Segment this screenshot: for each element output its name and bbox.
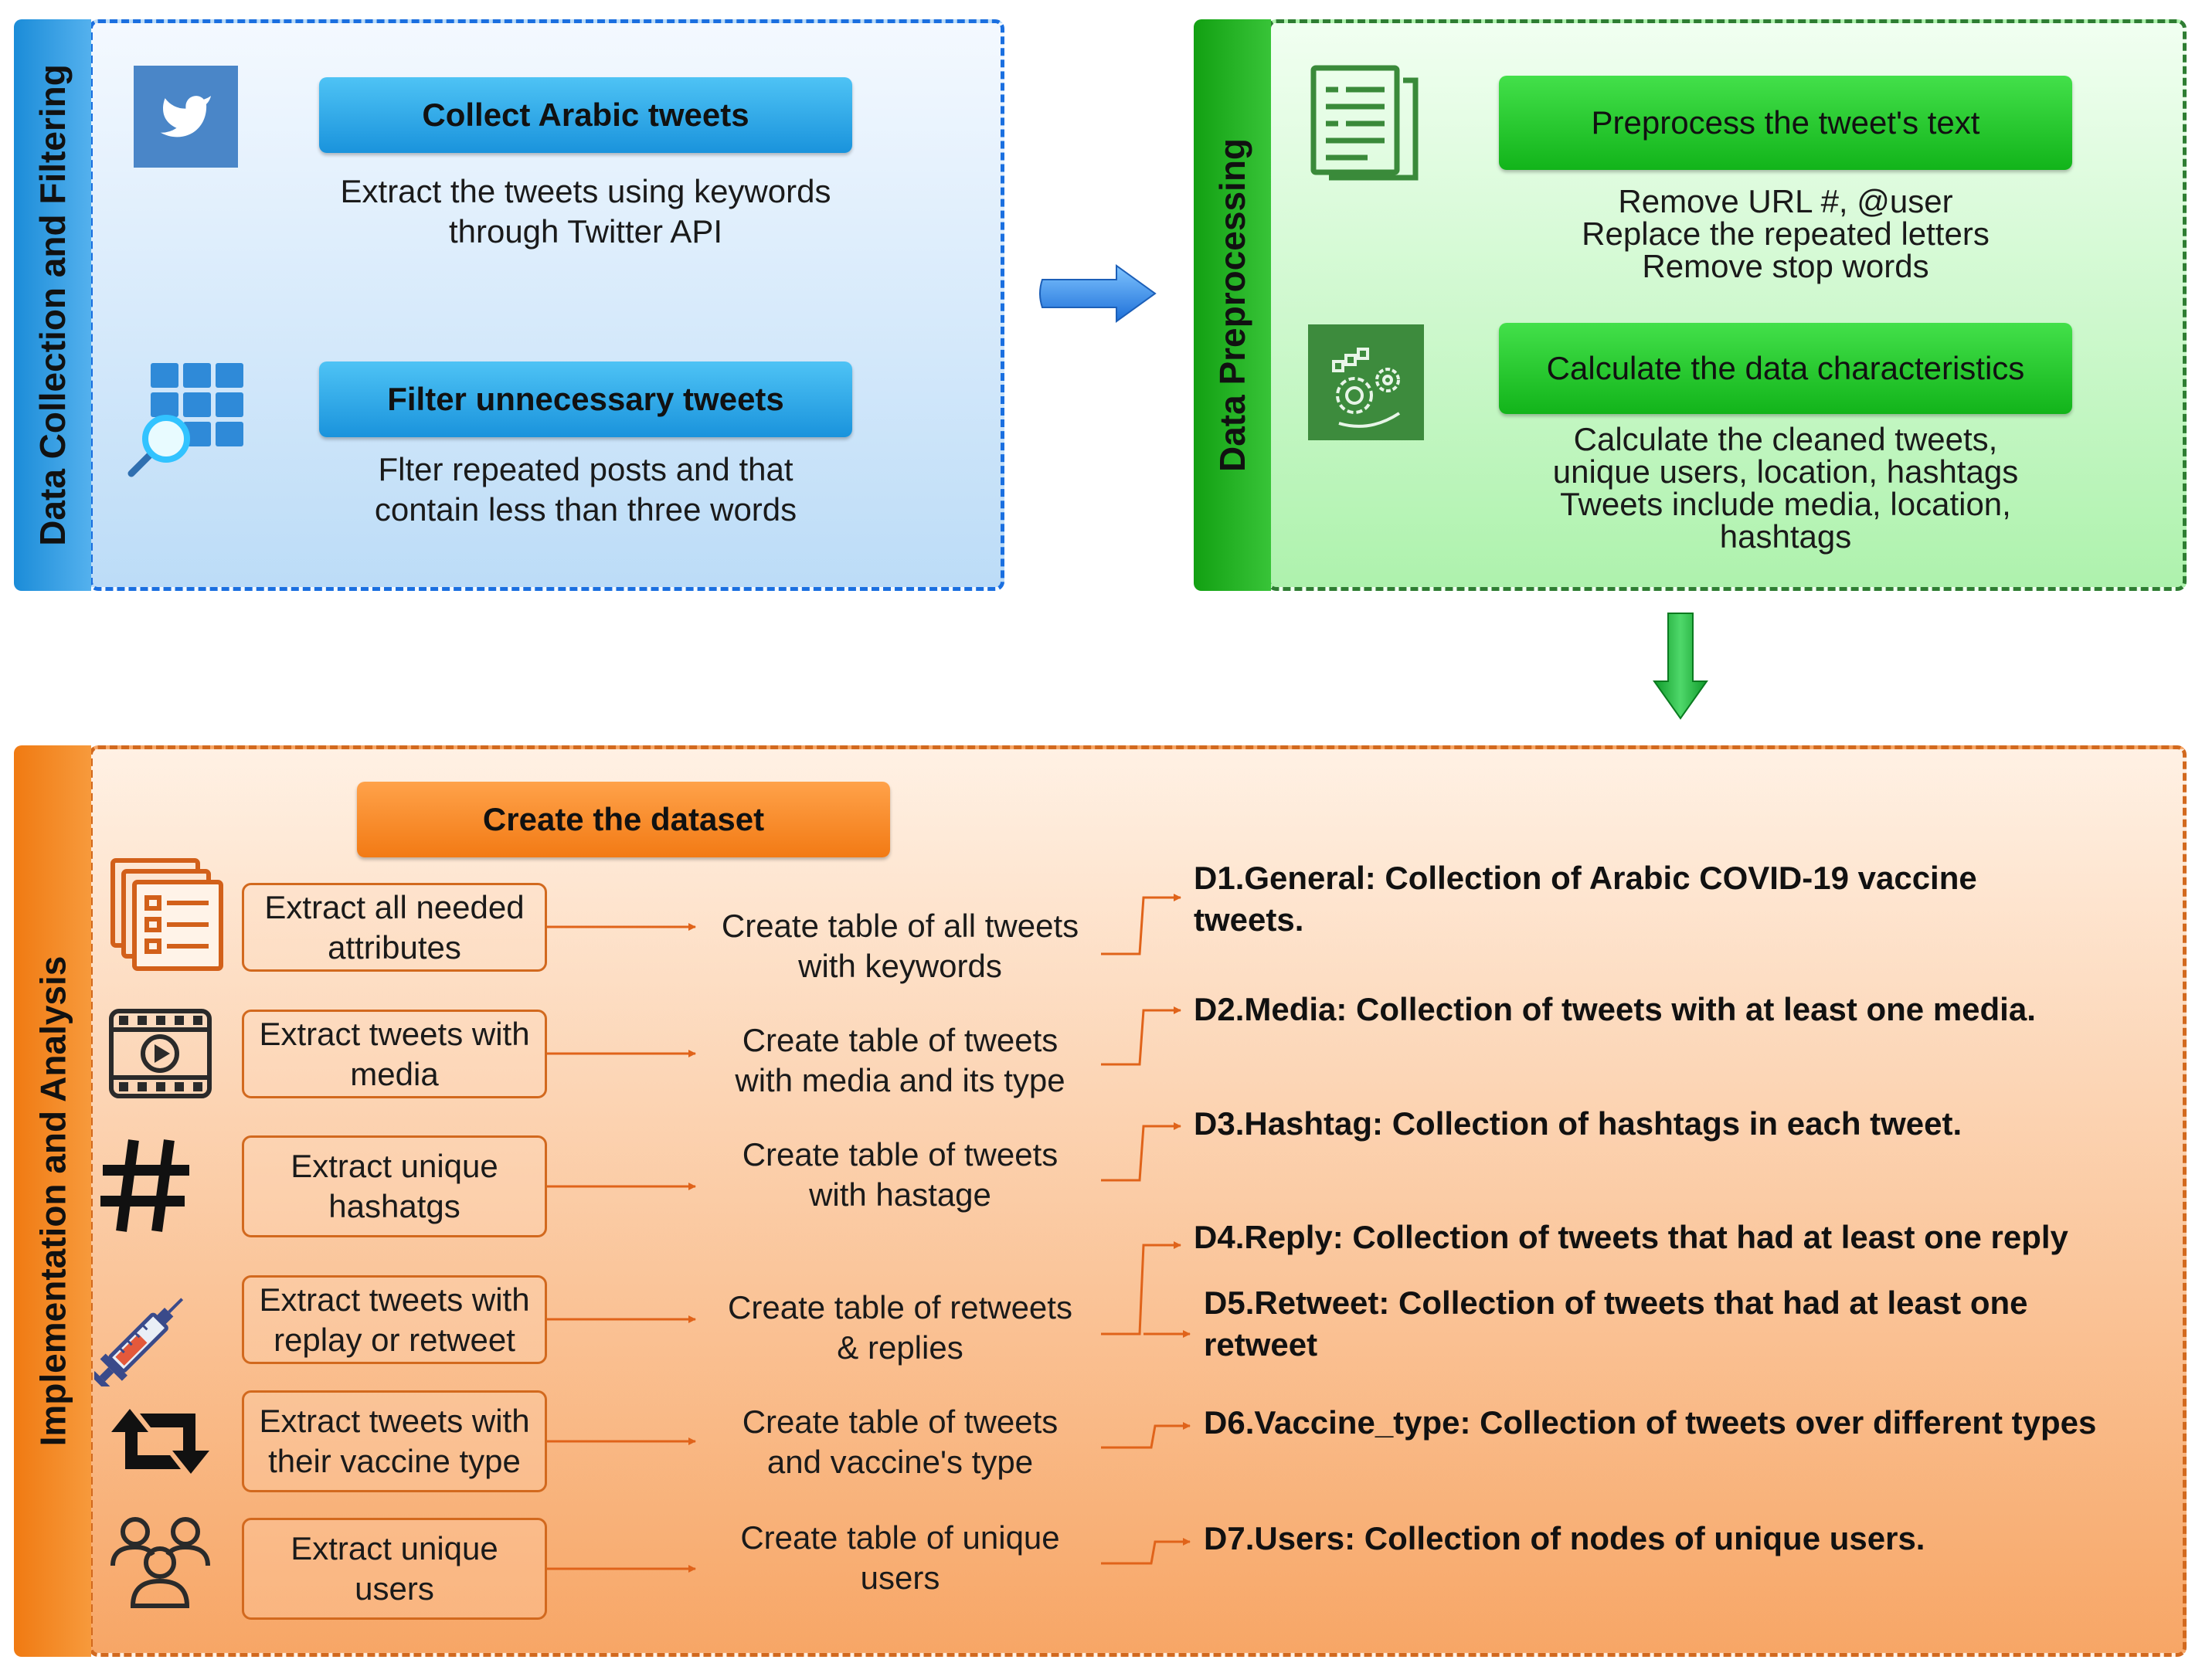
create-dataset-button[interactable]: Create the dataset — [357, 782, 890, 857]
orange-section-tab: Implementation and Analysis — [14, 745, 91, 1657]
filter-unnecessary-tweets-button[interactable]: Filter unnecessary tweets — [319, 361, 852, 437]
blue-section-title: Data Collection and Filtering — [32, 64, 73, 546]
dataset-d7-users: D7.Users: Collection of nodes of unique … — [1204, 1520, 1925, 1556]
orange-section-title: Implementation and Analysis — [32, 955, 73, 1447]
grid-search-icon — [124, 359, 247, 483]
blue-section-tab: Data Collection and Filtering — [14, 19, 91, 591]
flow-arrow-down — [1650, 610, 1711, 722]
twitter-icon — [134, 66, 238, 168]
collect-arabic-tweets-button[interactable]: Collect Arabic tweets — [319, 77, 852, 153]
dataset-d2-media: D2.Media: Collection of tweets with at l… — [1194, 991, 2036, 1027]
dataset-d1-general: D1.General: Collection of Arabic COVID-1… — [1194, 860, 1977, 938]
syringe-icon — [94, 1282, 199, 1386]
flow-arrow-right — [1039, 263, 1159, 324]
users-icon — [108, 1510, 212, 1610]
green-section-title: Data Preprocessing — [1212, 137, 1252, 473]
preprocess-description: Remove URL #, @user Replace the repeated… — [1582, 183, 1990, 284]
document-icon — [1306, 62, 1429, 182]
attributes-icon — [108, 857, 228, 973]
dataset-d6-vaccine-type: D6.Vaccine_type: Collection of tweets ov… — [1204, 1404, 2097, 1441]
media-icon — [108, 1008, 212, 1099]
retweet-icon — [108, 1406, 212, 1477]
gears-icon — [1308, 324, 1424, 440]
calculate-characteristics-button[interactable]: Calculate the data characteristics — [1499, 323, 2072, 414]
collect-description: Extract the tweets using keywords throug… — [340, 173, 831, 249]
dataset-d4-reply: D4.Reply: Collection of tweets that had … — [1194, 1219, 2068, 1255]
calculate-description: Calculate the cleaned tweets, unique use… — [1552, 421, 2019, 555]
create-table-retweets-replies: Create table of retweets& replies — [728, 1289, 1072, 1366]
filter-description: Flter repeated posts and that contain le… — [374, 451, 797, 528]
dataset-d3-hashtag: D3.Hashtag: Collection of hashtags in ea… — [1194, 1105, 1962, 1142]
hashtag-icon — [100, 1139, 189, 1232]
green-section-tab: Data Preprocessing — [1194, 19, 1271, 591]
dataset-d5-retweet: D5.Retweet: Collection of tweets that ha… — [1204, 1285, 2028, 1363]
preprocess-text-button[interactable]: Preprocess the tweet's text — [1499, 76, 2072, 170]
